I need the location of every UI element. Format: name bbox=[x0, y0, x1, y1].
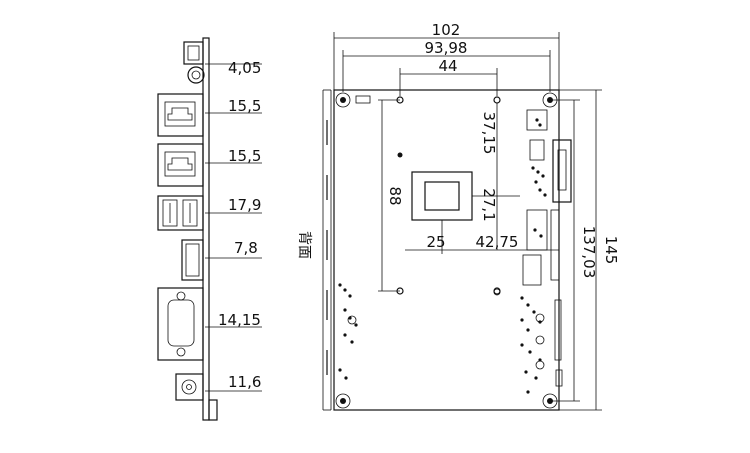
dim-cpu-height: 27,1 bbox=[480, 188, 498, 221]
side-dim-6: 14,15 bbox=[218, 311, 261, 329]
side-hdmi bbox=[181, 239, 204, 281]
side-usb-stack bbox=[157, 195, 204, 231]
dim-height-overall: 145 bbox=[602, 236, 620, 265]
side-rj45-1 bbox=[157, 93, 204, 137]
side-rj45-2 bbox=[157, 143, 204, 187]
side-dc-jack bbox=[175, 373, 204, 401]
dim-height-holes: 137,03 bbox=[580, 226, 598, 279]
side-dim-1: 4,05 bbox=[228, 59, 261, 77]
side-screw bbox=[187, 66, 205, 84]
dim-cpu-offset-right: 42,75 bbox=[476, 233, 519, 251]
dim-width-overall: 102 bbox=[432, 21, 461, 39]
left-rail bbox=[322, 89, 332, 411]
side-vga bbox=[157, 287, 204, 361]
rear-io-footprints bbox=[522, 109, 572, 387]
side-view: 4,05 15,5 15,5 17,9 7,8 14,15 11,6 bbox=[157, 37, 262, 421]
dim-cpu-offset-left: 25 bbox=[426, 233, 445, 251]
side-top-connector bbox=[183, 41, 204, 65]
side-dim-7: 11,6 bbox=[228, 373, 261, 391]
mounting-holes bbox=[335, 92, 558, 409]
dim-width-inner-holes: 44 bbox=[438, 57, 457, 75]
side-pcb bbox=[202, 37, 210, 421]
component-rings bbox=[347, 288, 545, 370]
dim-hole-vertical: 88 bbox=[386, 186, 404, 205]
back-label: 背面 bbox=[296, 231, 312, 259]
side-dim-4: 17,9 bbox=[228, 196, 261, 214]
component-dots bbox=[338, 118, 547, 394]
top-view: 背面 bbox=[296, 21, 620, 411]
cpu-package bbox=[411, 171, 473, 221]
side-dim-5: 7,8 bbox=[234, 239, 258, 257]
side-dim-2: 15,5 bbox=[228, 97, 261, 115]
dim-width-holes: 93,98 bbox=[425, 39, 468, 57]
dim-cpu-hole-vertical: 37,15 bbox=[480, 112, 498, 155]
side-dim-3: 15,5 bbox=[228, 147, 261, 165]
